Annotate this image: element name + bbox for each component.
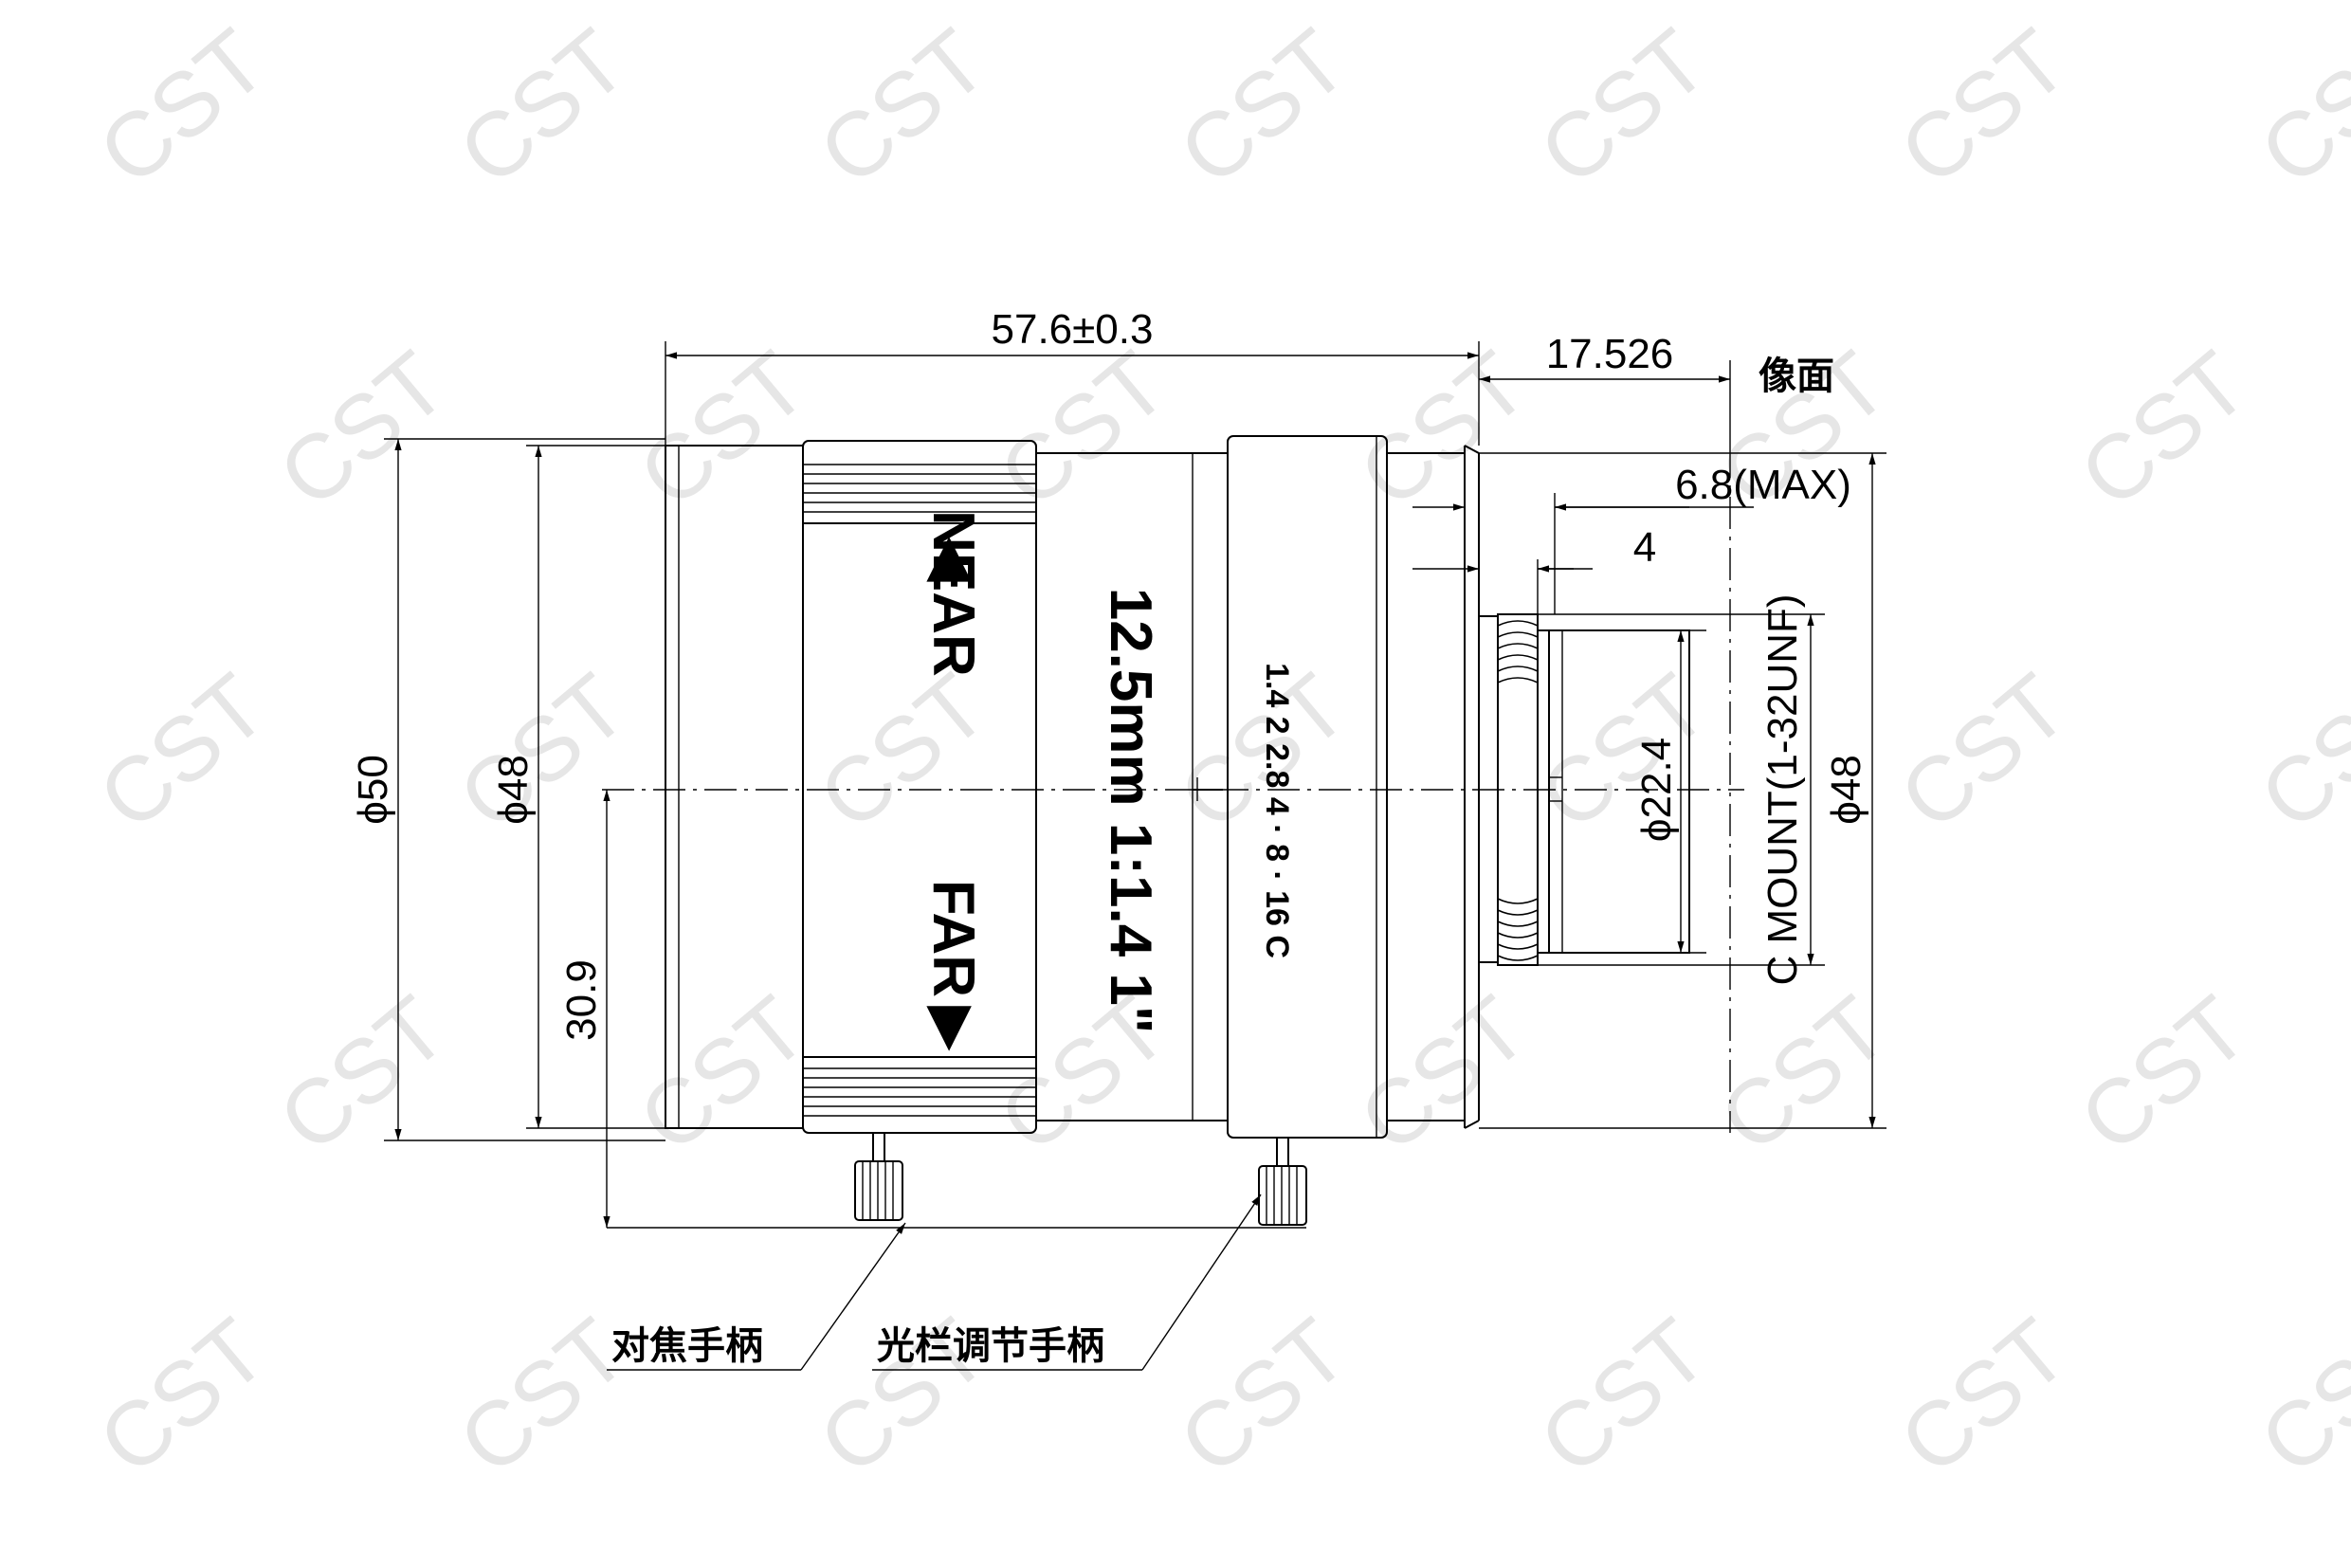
- dim-diameter-back-tube-label: ϕ22.4: [1633, 738, 1680, 842]
- watermark-text: CST: [621, 977, 826, 1172]
- dim-thread-length: 4: [1412, 524, 1656, 614]
- dim-thread-length-label: 4: [1633, 524, 1656, 571]
- iris-handle-label: 光栏调节手柄: [877, 1324, 1104, 1368]
- dim-diameter-back-tube: ϕ22.4: [1633, 629, 1706, 954]
- dim-diameter-barrel-label: ϕ48: [490, 755, 537, 825]
- dim-back-protrusion-label: 6.8(MAX): [1675, 462, 1851, 508]
- watermark-text: CST: [1522, 655, 1726, 849]
- leader-focus-handle: 对焦手柄: [607, 1222, 906, 1371]
- iris-ring: [1227, 435, 1388, 1139]
- watermark-text: CST: [1882, 1300, 2087, 1494]
- watermark-text: CST: [261, 333, 465, 527]
- dim-overall-length-label: 57.6±0.3: [992, 306, 1154, 353]
- watermark-text: CST: [1882, 10, 2087, 205]
- far-arrow-icon: ▶: [920, 1006, 989, 1051]
- watermark-text: CST: [2062, 333, 2267, 527]
- watermark-text: CST: [1341, 333, 1546, 527]
- focus-ring-knurl-bottom: [803, 1056, 1036, 1117]
- watermark-text: CST: [81, 10, 285, 205]
- watermark-text: CST: [441, 10, 646, 205]
- watermark-text: CST: [2062, 977, 2267, 1172]
- focus-ring: [802, 440, 1037, 1134]
- watermark-text: CST: [2242, 655, 2351, 849]
- watermark-text: CST: [801, 655, 1006, 849]
- dim-overall-length: 57.6±0.3: [665, 306, 1480, 446]
- dim-diameter-front-label: ϕ50: [350, 755, 396, 825]
- watermark-text: CST: [621, 333, 826, 527]
- focus-handle: [854, 1132, 903, 1221]
- dim-handle-height: 30.9: [558, 790, 1306, 1229]
- dim-mount-spec-label: C MOUNT(1-32UNF): [1759, 593, 1806, 985]
- dim-diameter-barrel: ϕ48: [490, 445, 665, 1129]
- watermark-text: CST: [441, 655, 646, 849]
- image-plane-label: 像面: [1759, 355, 1834, 398]
- watermark-text: CST: [1161, 1300, 1366, 1494]
- leader-iris-handle: 光栏调节手柄: [872, 1194, 1262, 1371]
- dim-diameter-front: ϕ50: [350, 438, 665, 1141]
- watermark-text: CST: [1882, 655, 2087, 849]
- dim-back-protrusion: 6.8(MAX): [1412, 462, 1851, 614]
- watermark-text: CST: [81, 1300, 285, 1494]
- dim-flange-distance: 17.526: [1479, 331, 1731, 446]
- watermark-text: CST: [981, 333, 1186, 527]
- watermark-text: CST: [1702, 977, 1906, 1172]
- f-stop-scale: 1.4 2 2.8 4 · 8 · 16 C: [1259, 663, 1295, 958]
- back-tube: [1548, 629, 1690, 954]
- focus-ring-knurl-top: [803, 464, 1036, 524]
- watermark-text: CST: [1341, 977, 1546, 1172]
- watermark-text: CST: [1161, 10, 1366, 205]
- iris-handle: [1258, 1137, 1307, 1226]
- near-arrow-icon: ◀: [920, 537, 989, 582]
- lens-spec-label: 12.5mm 1:1.4 1": [1098, 588, 1163, 1034]
- watermark-text: CST: [81, 655, 285, 849]
- far-label: FAR: [920, 880, 986, 997]
- watermark-text: CST: [801, 10, 1006, 205]
- dim-diameter-rear: ϕ48: [1479, 452, 1886, 1129]
- watermark-text: CST: [2242, 1300, 2351, 1494]
- near-label: NEAR: [920, 510, 986, 677]
- watermark-text: CST: [1522, 1300, 1726, 1494]
- watermark-text: CST: [261, 977, 465, 1172]
- dim-diameter-rear-label: ϕ48: [1823, 755, 1869, 825]
- dim-flange-distance-label: 17.526: [1546, 331, 1674, 377]
- focus-handle-label: 对焦手柄: [611, 1324, 763, 1368]
- watermark-text: CST: [1522, 10, 1726, 205]
- dim-mount-spec: C MOUNT(1-32UNF): [1538, 593, 1825, 986]
- lens-body: [665, 435, 1690, 1139]
- dim-handle-height-label: 30.9: [558, 959, 605, 1041]
- watermark-text: CST: [2242, 10, 2351, 205]
